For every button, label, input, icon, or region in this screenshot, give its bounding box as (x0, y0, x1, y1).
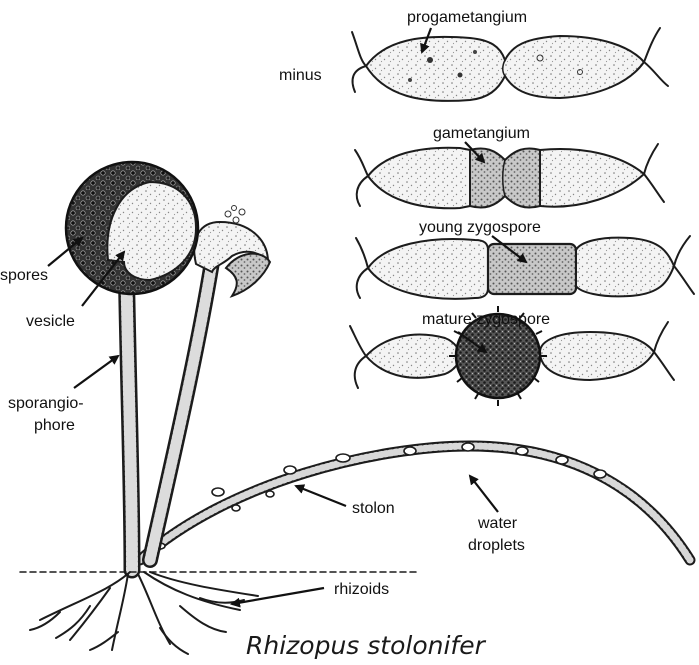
stolon (140, 446, 690, 560)
label-rhizoids: rhizoids (334, 581, 389, 598)
label-sporangiophore-1: sporangio- (8, 395, 84, 412)
sporangiophore (126, 250, 132, 570)
label-sporangiophore-2: phore (34, 417, 75, 434)
label-young-zygospore: young zygospore (419, 219, 541, 236)
label-gametangium: gametangium (433, 125, 530, 142)
stage-gametangium (355, 144, 664, 208)
sporangium (66, 162, 198, 294)
label-mature-zygospore: mature zygospore (422, 311, 550, 328)
label-stolon: stolon (352, 500, 395, 517)
label-spores: spores (0, 267, 48, 284)
figure-title: Rhizopus stolonifer (246, 631, 487, 660)
label-minus: minus (279, 67, 322, 84)
label-droplets: droplets (468, 537, 525, 554)
label-water: water (477, 515, 518, 532)
label-vesicle: vesicle (26, 313, 75, 330)
label-progametangium: progametangium (407, 9, 527, 26)
stage-progametangium (352, 28, 668, 101)
stage-young-zygospore (356, 236, 694, 299)
